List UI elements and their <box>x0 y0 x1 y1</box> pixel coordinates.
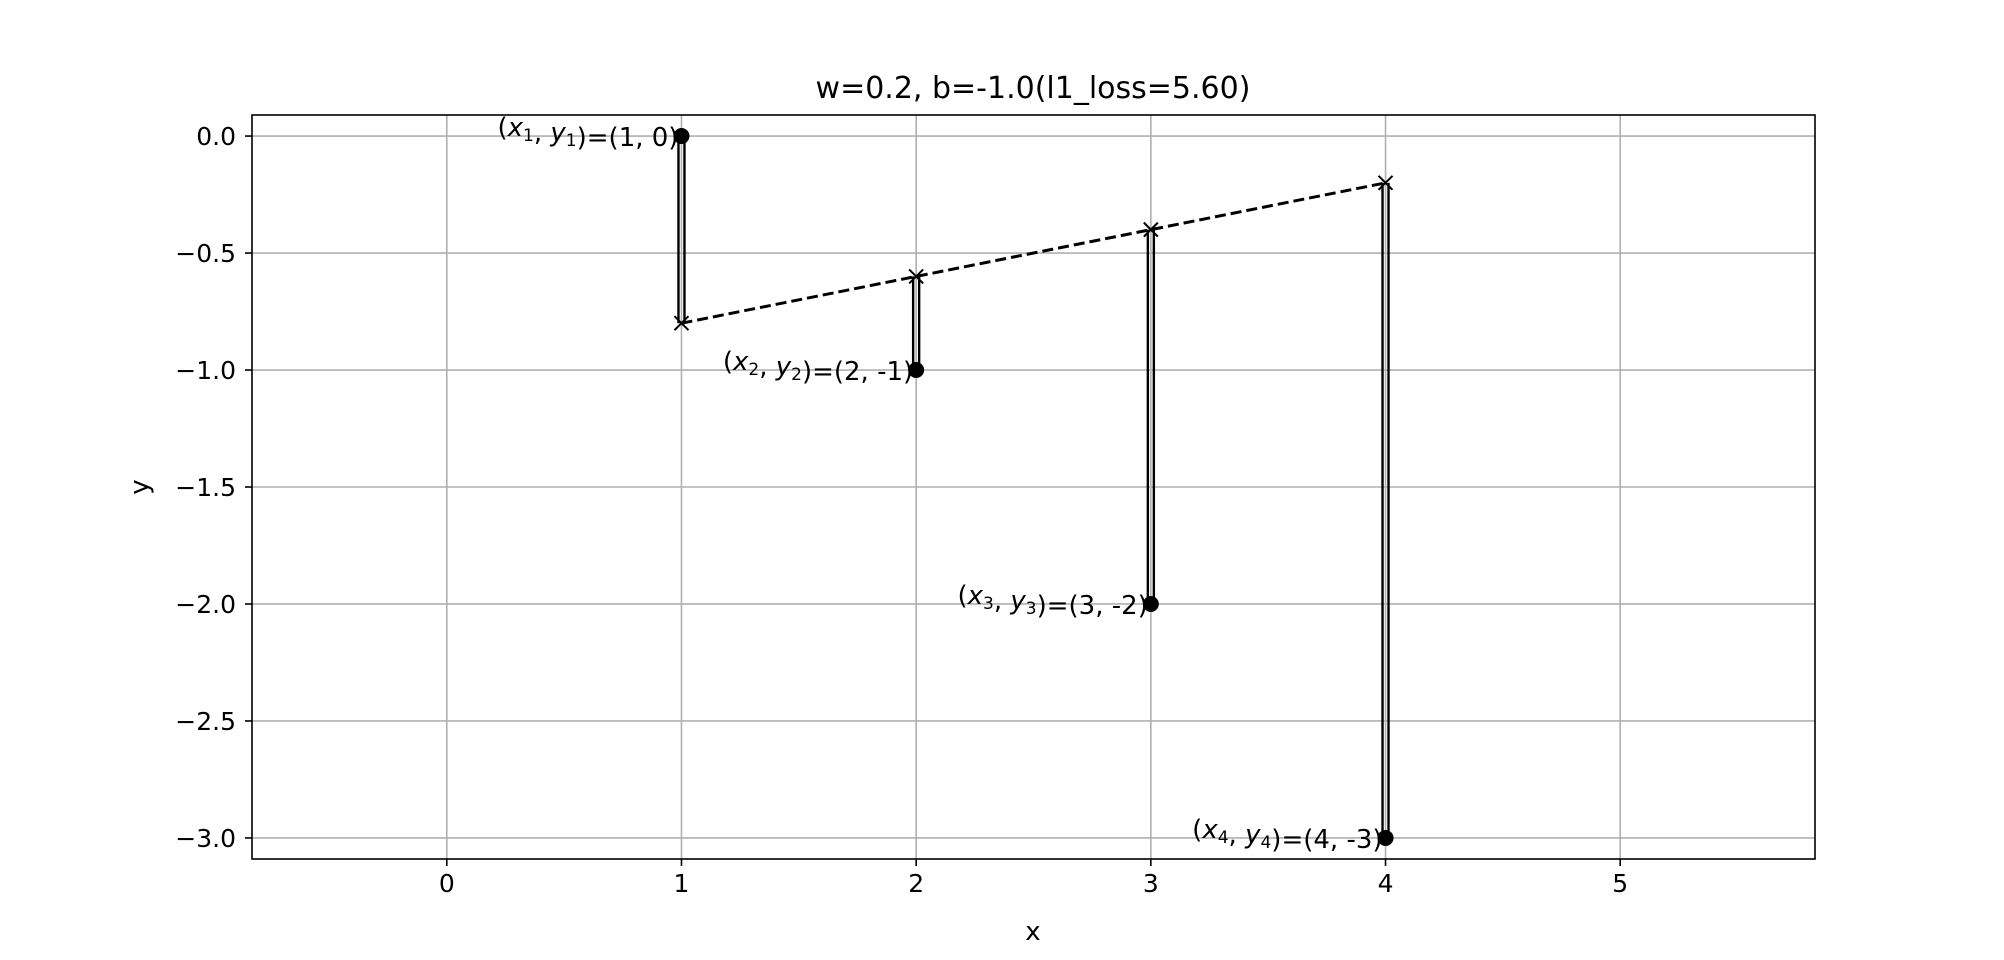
point-label-subscript: 1 <box>523 126 534 146</box>
model-line <box>681 181 1386 325</box>
point-label-part: x <box>507 113 524 143</box>
point-label-part: y <box>775 352 792 382</box>
y-tick-label: −3.0 <box>175 824 236 853</box>
y-tick-label: 0.0 <box>196 122 236 151</box>
chart-title: w=0.2, b=-1.0(l1_loss=5.60) <box>816 71 1251 106</box>
point-label-part: y <box>1244 820 1261 850</box>
point-label-subscript: 3 <box>1026 599 1037 619</box>
point-label-part: ( <box>1192 815 1202 845</box>
point-label-subscript: 4 <box>1260 833 1271 853</box>
point-labels: (x1, y1)=(1, 0)(x2, y2)=(2, -1)(x3, y3)=… <box>498 113 1383 855</box>
prediction-marker <box>908 268 924 285</box>
point-label-part: x <box>967 581 984 611</box>
x-tick-label: 1 <box>674 869 690 898</box>
point-label-part: , <box>759 352 776 382</box>
point-label: (x2, y2)=(2, -1) <box>723 347 913 387</box>
point-label: (x1, y1)=(1, 0) <box>498 113 679 153</box>
point-label-part: ( <box>498 113 508 143</box>
x-tick-label: 4 <box>1378 869 1394 898</box>
point-label-part: )=(1, 0) <box>577 123 679 153</box>
point-label-subscript: 3 <box>983 594 994 614</box>
data-point <box>908 362 925 379</box>
x-axis-label: x <box>1025 917 1040 947</box>
point-label-part: ( <box>723 347 733 377</box>
y-tick-label: −0.5 <box>175 239 236 268</box>
point-label-part: x <box>1201 815 1218 845</box>
model-line-path <box>681 181 1386 325</box>
x-tick-label: 5 <box>1612 869 1628 898</box>
axis-ticks: 0 1 2 3 4 5 0.0 −0.5 −1.0 −1.5 −2.0 −2.5 −3.0 <box>175 122 1628 898</box>
point-label-part: y <box>549 118 566 148</box>
x-tick-label: 0 <box>439 869 455 898</box>
point-label: (x4, y4)=(4, -3) <box>1192 815 1382 855</box>
prediction-marker <box>1377 175 1394 191</box>
grid <box>252 115 1815 859</box>
point-label-part: x <box>732 347 749 377</box>
y-tick-label: −1.0 <box>175 356 236 385</box>
point-label-subscript: 1 <box>566 131 577 151</box>
point-label: (x3, y3)=(3, -2) <box>957 581 1147 621</box>
point-label-subscript: 2 <box>791 365 802 385</box>
point-label-part: )=(2, -1) <box>802 357 913 387</box>
data-point <box>1142 595 1159 612</box>
y-tick-label: −1.5 <box>175 473 236 502</box>
point-label-part: , <box>534 118 551 148</box>
x-tick-label: 3 <box>1143 869 1159 898</box>
point-label-part: , <box>994 586 1011 616</box>
point-label-subscript: 4 <box>1218 828 1229 848</box>
data-point <box>673 128 690 145</box>
prediction-marker <box>673 315 690 331</box>
y-tick-label: −2.0 <box>175 590 236 619</box>
y-axis-label: y <box>125 479 155 494</box>
point-label-part: y <box>1009 586 1026 616</box>
data-point <box>1377 829 1394 846</box>
prediction-marker <box>1143 221 1159 238</box>
y-tick-label: −2.5 <box>175 707 236 736</box>
point-label-part: ( <box>957 581 967 611</box>
point-label-subscript: 2 <box>748 360 759 380</box>
point-label-part: )=(3, -2) <box>1037 591 1148 621</box>
residuals <box>677 136 1390 838</box>
data-points <box>673 128 1394 846</box>
x-tick-label: 2 <box>908 869 924 898</box>
point-label-part: , <box>1229 820 1246 850</box>
point-label-part: )=(4, -3) <box>1271 825 1382 855</box>
